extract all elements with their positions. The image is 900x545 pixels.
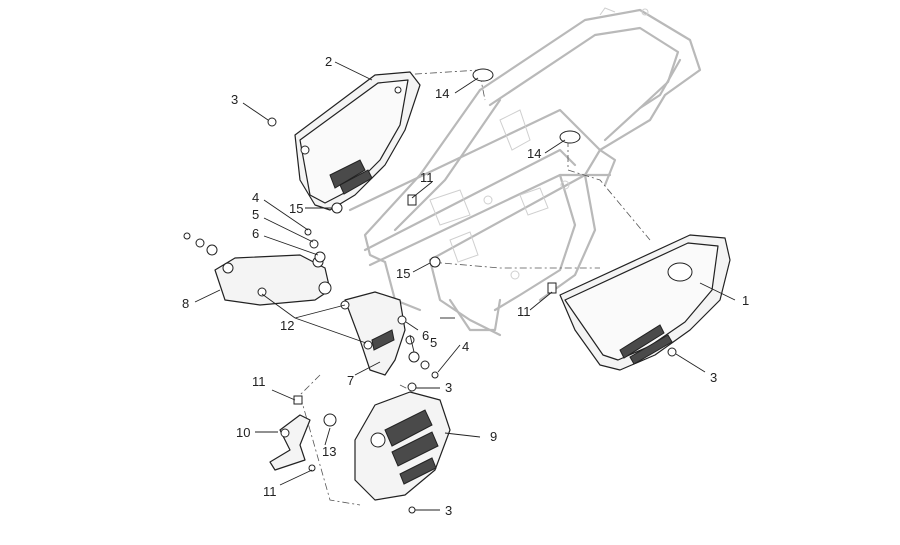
leader-lines	[194, 61, 736, 511]
callout-14: 14	[435, 86, 449, 101]
callout-6: 6	[252, 226, 259, 241]
callout-15: 15	[396, 266, 410, 281]
callout-10: 10	[236, 425, 250, 440]
motor-module	[354, 391, 451, 501]
callout-3: 3	[445, 503, 452, 518]
callout-15: 15	[289, 201, 303, 216]
small-cover	[344, 291, 406, 376]
callout-3: 3	[710, 370, 717, 385]
left-side-cover	[294, 71, 421, 211]
callout-4: 4	[462, 339, 469, 354]
hardware-items	[183, 68, 677, 514]
callout-1: 1	[742, 293, 749, 308]
callout-9: 9	[490, 429, 497, 444]
callout-13: 13	[322, 444, 336, 459]
callout-12: 12	[280, 318, 294, 333]
callout-6: 6	[422, 328, 429, 343]
callout-11: 11	[252, 374, 266, 389]
callout-7: 7	[347, 373, 354, 388]
callout-14: 14	[527, 146, 541, 161]
callout-11: 11	[263, 484, 277, 499]
motorcycle-frame	[348, 7, 702, 337]
mounting-bracket	[269, 413, 337, 471]
callout-5: 5	[430, 335, 437, 350]
callout-5: 5	[252, 207, 259, 222]
callout-11: 11	[420, 170, 434, 185]
callout-labels: 1 2 3 3 3 3 4 4 5 5 6 6 7 8 9 10 11 11 1…	[182, 54, 749, 518]
lower-left-cover	[214, 254, 332, 306]
callout-3: 3	[231, 92, 238, 107]
callout-8: 8	[182, 296, 189, 311]
right-side-cover	[559, 234, 731, 371]
callout-4: 4	[252, 190, 259, 205]
callout-11: 11	[517, 304, 531, 319]
callout-2: 2	[325, 54, 332, 69]
callout-3: 3	[445, 380, 452, 395]
